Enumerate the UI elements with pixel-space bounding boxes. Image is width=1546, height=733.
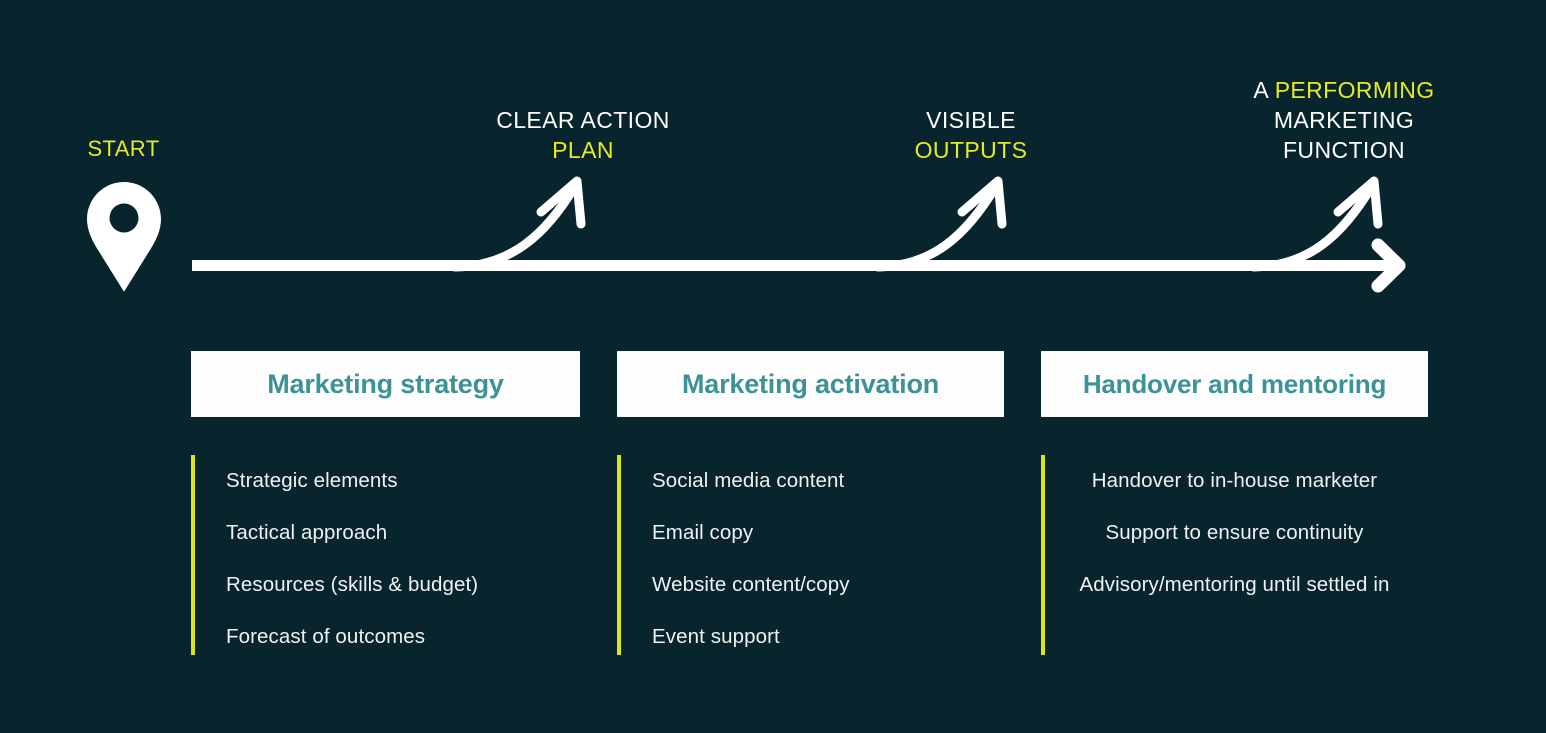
card-title: Marketing strategy [267, 368, 504, 399]
milestone-line-2: OUTPUTS [914, 137, 1028, 163]
milestone-line-3: FUNCTION [1282, 137, 1406, 163]
timeline-baseline [192, 238, 1406, 293]
growth-arrow-2-icon [873, 176, 1007, 272]
list-item: Social media content [652, 469, 845, 492]
growth-arrow-1-icon [450, 176, 586, 272]
card-title: Marketing activation [681, 368, 940, 399]
column-marketing-strategy: Marketing strategy Strategic elements Ta… [191, 351, 580, 671]
milestone-line-2: PLAN [552, 137, 614, 163]
milestone-start-label: START [52, 134, 195, 164]
journey-timeline: START CLEAR ACTION PLAN VISIBLE OUTPUTS … [0, 0, 1546, 310]
list-item: Handover to in-house marketer [1091, 469, 1378, 492]
list-item: Website content/copy [652, 573, 850, 596]
bullet-list-marketing-activation: Social media content Email copy Website … [617, 455, 1004, 655]
list-item: Email copy [652, 521, 754, 544]
card-marketing-activation[interactable]: Marketing activation [617, 351, 1004, 417]
list-item: Resources (skills & budget) [226, 573, 479, 596]
map-pin-icon [87, 181, 161, 292]
list-item: Tactical approach [226, 521, 388, 544]
growth-arrow-3-icon [1249, 176, 1383, 272]
milestone-line-1-prefix: A [1253, 77, 1275, 103]
milestone-line-1: CLEAR ACTION [496, 107, 670, 133]
card-title: Handover and mentoring [1082, 368, 1387, 399]
column-handover-and-mentoring: Handover and mentoring Handover to in-ho… [1041, 351, 1428, 671]
milestone-line-2: MARKETING [1273, 107, 1415, 133]
milestone-line-1-accent: PERFORMING [1274, 77, 1435, 103]
list-item: Support to ensure continuity [1105, 521, 1364, 544]
bullet-list-handover-and-mentoring: Handover to in-house marketer Support to… [1041, 455, 1428, 655]
card-marketing-strategy[interactable]: Marketing strategy [191, 351, 580, 417]
start-label-text: START [87, 136, 160, 161]
list-item: Event support [652, 625, 780, 648]
card-handover-and-mentoring[interactable]: Handover and mentoring [1041, 351, 1428, 417]
journey-graphics [87, 176, 1406, 293]
milestone-line-1: VISIBLE [926, 107, 1016, 133]
list-item: Strategic elements [226, 469, 398, 492]
column-marketing-activation: Marketing activation Social media conten… [617, 351, 1004, 671]
milestone-performing-marketing-function: A PERFORMING MARKETING FUNCTION [1224, 75, 1464, 165]
milestone-clear-action-plan: CLEAR ACTION PLAN [463, 105, 703, 165]
milestone-line-1: A PERFORMING [1224, 75, 1464, 105]
list-item: Advisory/mentoring until settled in [1079, 573, 1390, 596]
list-item: Forecast of outcomes [226, 625, 426, 648]
bullet-list-marketing-strategy: Strategic elements Tactical approach Res… [191, 455, 580, 655]
milestone-visible-outputs: VISIBLE OUTPUTS [871, 105, 1071, 165]
